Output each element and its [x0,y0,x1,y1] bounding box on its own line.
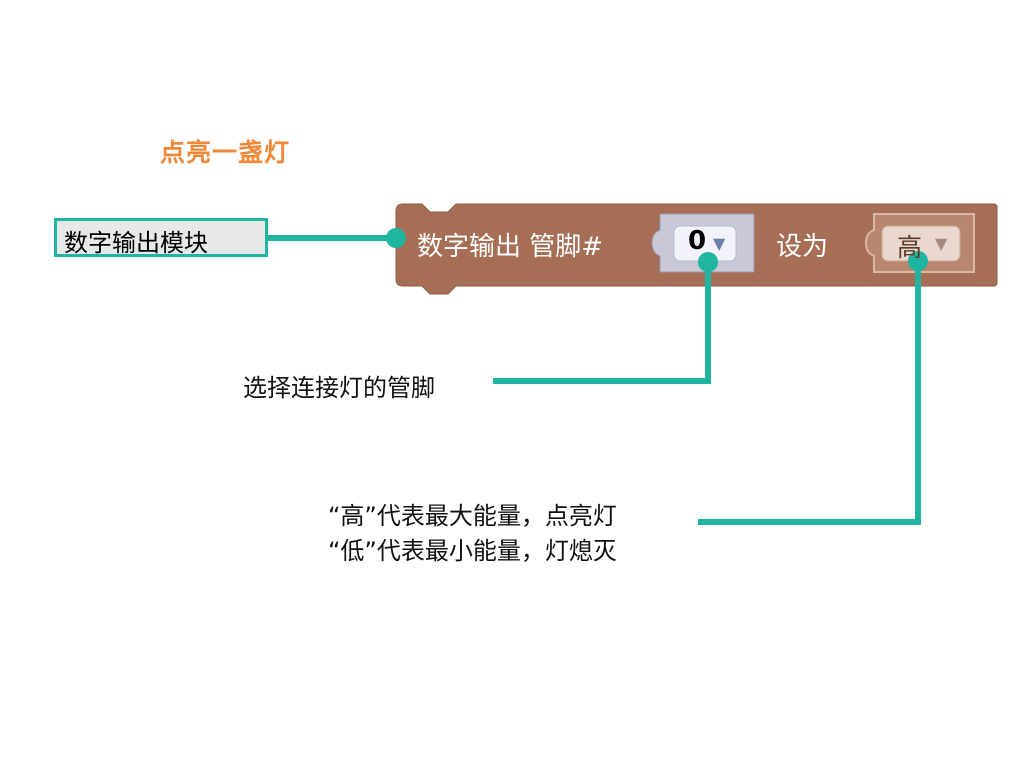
connector-level [698,261,921,525]
triangle-down-icon: ▼ [713,234,726,253]
connector-dot-level [908,251,928,271]
triangle-down-icon: ▼ [935,234,948,253]
slide-title: 点亮一盏灯 [160,138,291,167]
connector-pin [493,262,711,384]
level-value: 高 [897,233,923,262]
level-annotation-low: “低”代表最小能量，灯熄灭 [328,537,617,565]
level-annotation-high: “高”代表最大能量，点亮灯 [328,502,617,530]
set-label: 设为 [776,232,829,262]
block-label: 数字输出 管脚# [417,232,604,262]
pin-value: 0 [688,226,707,256]
module-label-text: 数字输出模块 [64,229,208,257]
connector-dot-module [386,228,406,248]
module-label-box: 数字输出模块 [54,218,268,257]
connector-dot-pin [698,252,718,272]
pin-annotation: 选择连接灯的管脚 [243,374,435,402]
